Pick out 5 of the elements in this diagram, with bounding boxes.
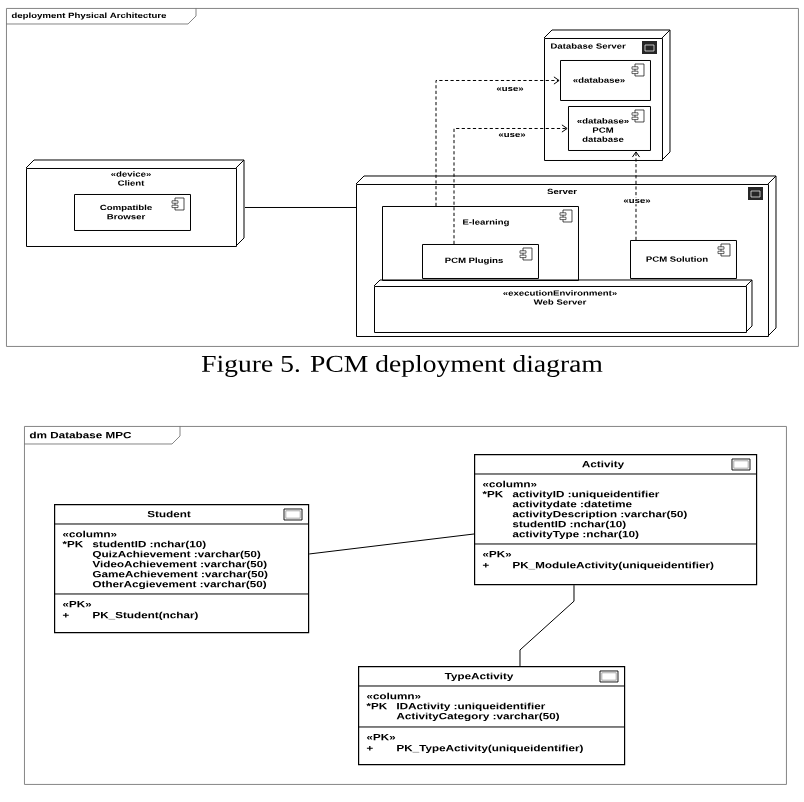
dashed-arrow: [435, 76, 560, 207]
connector-line: [244, 207, 357, 208]
connector-line: [308, 533, 475, 555]
connector-line: [519, 584, 575, 667]
figure-caption: Figure 5. PCM deployment diagram: [201, 355, 603, 377]
